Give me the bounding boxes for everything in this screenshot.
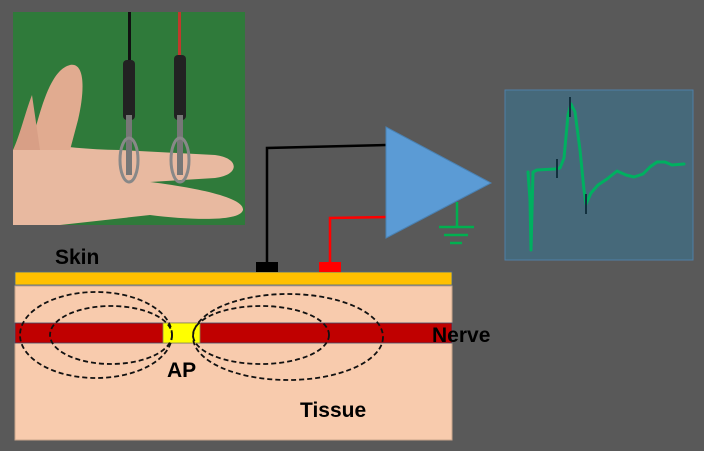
amplifier-triangle: [385, 126, 493, 239]
waveform-markers: [556, 97, 587, 214]
tissue-label: Tissue: [300, 399, 366, 422]
reference-electrode: [256, 262, 278, 272]
red-electrode-wire: [328, 215, 387, 263]
nerve-fiber: [14, 322, 453, 344]
skin-label: Skin: [55, 246, 99, 269]
ground-icon: [439, 202, 474, 245]
black-electrode-wire: [265, 143, 387, 263]
skin-layer: [14, 271, 453, 286]
field-line-left-inner: [49, 305, 173, 365]
ap-label: AP: [167, 359, 196, 382]
nerve-label: Nerve: [432, 324, 490, 347]
field-line-right-inner: [192, 305, 330, 365]
current-field-lines: [19, 291, 384, 381]
recording-electrode: [319, 262, 341, 272]
finger-electrode-photo: [13, 12, 245, 225]
tissue-region: [14, 285, 453, 441]
signal-display: [504, 89, 694, 261]
